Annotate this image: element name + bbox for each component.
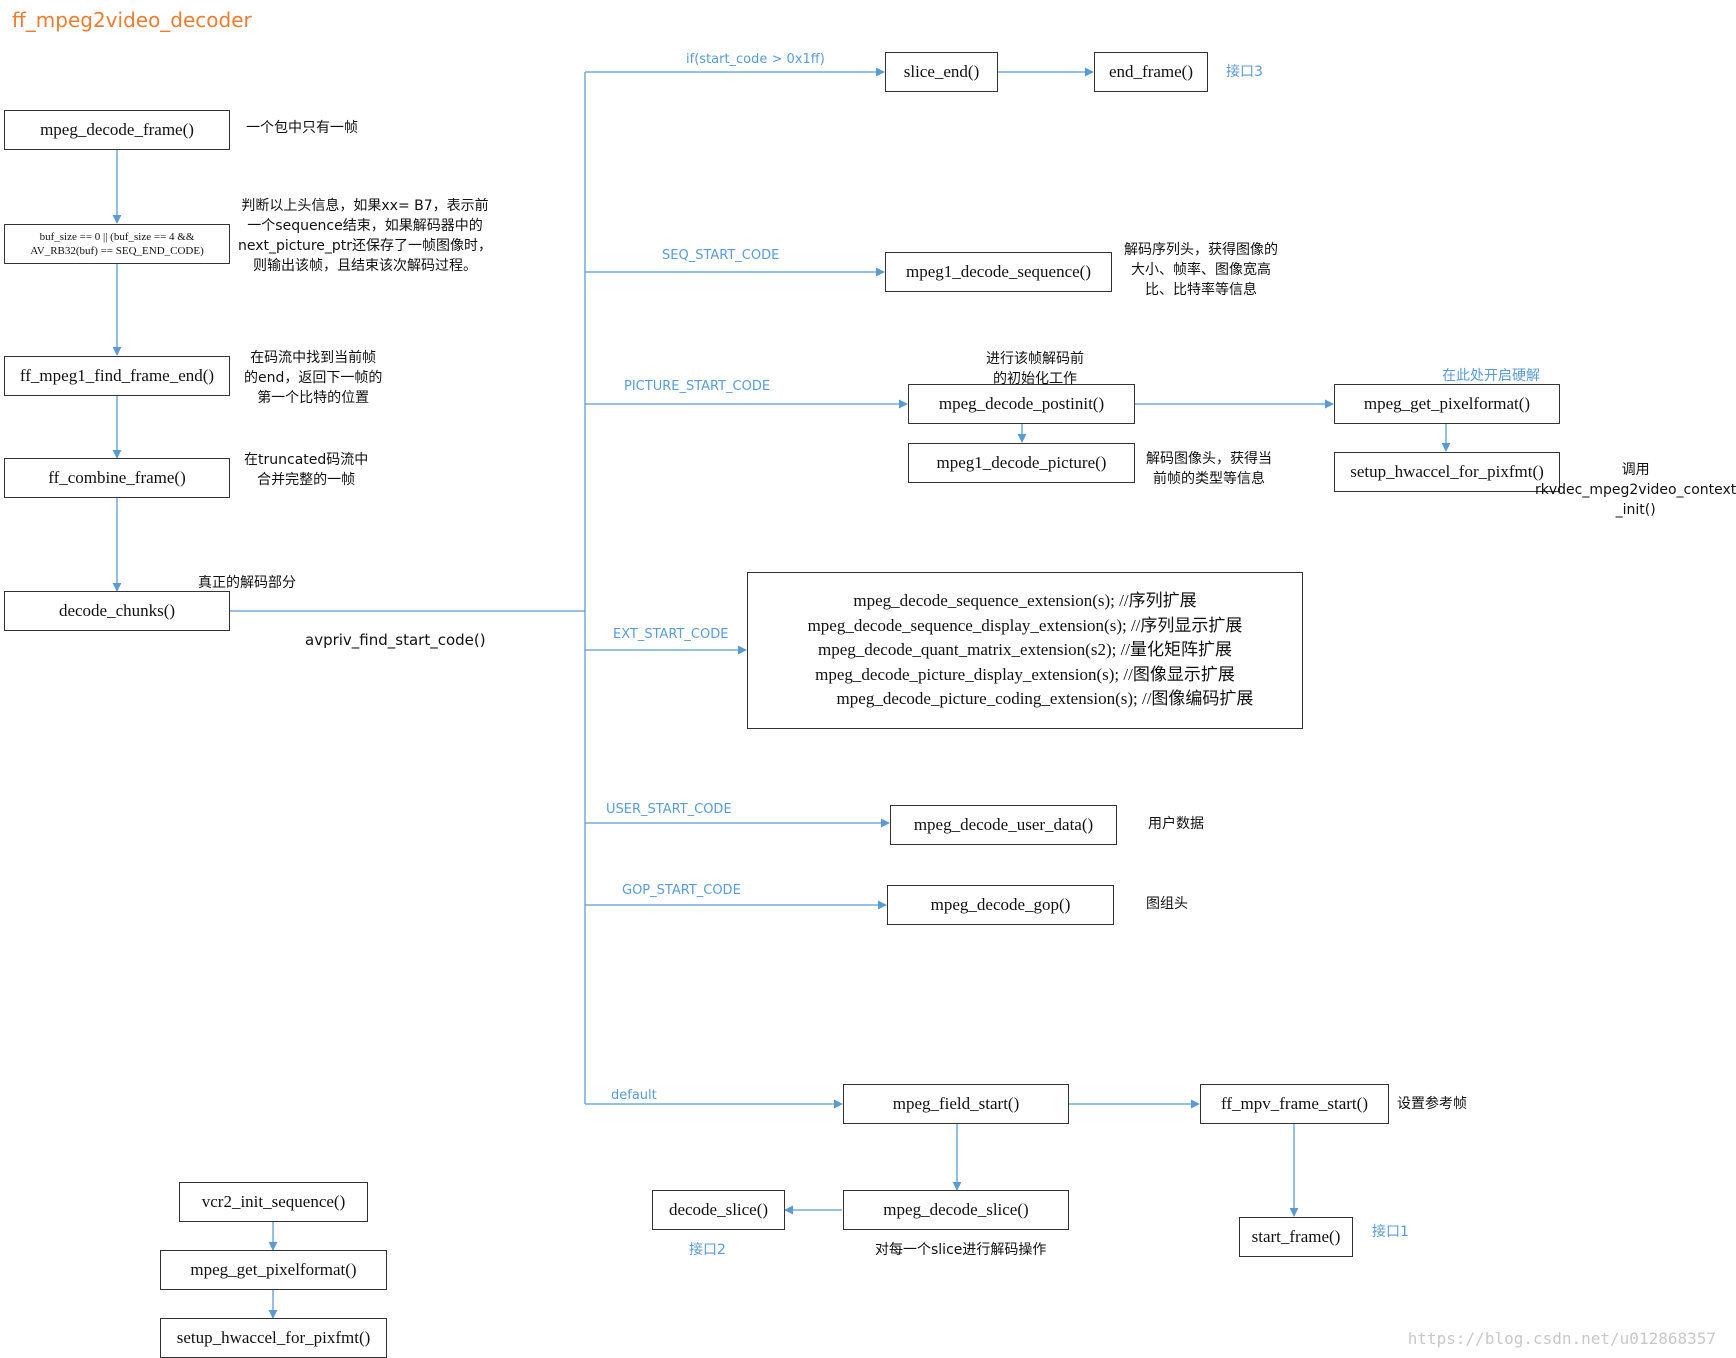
note-gop: 图组头 (1146, 896, 1188, 912)
mpv-frame-start-box: ff_mpv_frame_start() (1200, 1084, 1389, 1124)
note-postinit-2: 的初始化工作 (993, 371, 1077, 387)
slice-end-box: slice_end() (885, 52, 998, 92)
note-combine: 在truncated码流中 合并完整的一帧 (244, 450, 368, 490)
note-user-data: 用户数据 (1148, 816, 1204, 832)
diagram-title: ff_mpeg2video_decoder (12, 8, 252, 32)
note-picture-header-2: 前帧的类型等信息 (1153, 471, 1265, 487)
buf-check-line-2: AV_RB32(buf) == SEQ_END_CODE) (30, 245, 204, 257)
note-seq-end-4: 则输出该帧，且结束该次解码过程。 (253, 258, 478, 274)
label-picture-start: PICTURE_START_CODE (624, 379, 771, 394)
vcr2-setup-hwaccel-box: setup_hwaccel_for_pixfmt() (160, 1318, 387, 1358)
decode-sequence-box: mpeg1_decode_sequence() (885, 252, 1112, 292)
note-find-end-1: 在码流中找到当前帧 (250, 350, 377, 366)
get-pixelformat-box: mpeg_get_pixelformat() (1334, 384, 1560, 424)
ext-line-2: mpeg_decode_sequence_display_extension(s… (807, 615, 1243, 635)
note-find-end: 在码流中找到当前帧 的end，返回下一帧的 第一个比特的位置 (244, 348, 382, 408)
buf-check-line-1: buf_size == 0 || (buf_size == 4 && (39, 231, 195, 243)
label-ext-start: EXT_START_CODE (613, 627, 729, 642)
extension-box: mpeg_decode_sequence_extension(s); //序列扩… (747, 572, 1303, 729)
note-find-end-3: 第一个比特的位置 (257, 390, 370, 406)
note-seq-info-1: 解码序列头，获得图像的 (1124, 242, 1278, 258)
note-call-2: rkvdec_mpeg2video_context (1535, 482, 1736, 498)
ext-line-3: mpeg_decode_quant_matrix_extension(s2); … (817, 640, 1233, 660)
note-picture-header: 解码图像头，获得当 前帧的类型等信息 (1146, 449, 1272, 489)
note-real-decode: 真正的解码部分 (198, 575, 296, 591)
field-start-box: mpeg_field_start() (843, 1084, 1069, 1124)
setup-hwaccel-box: setup_hwaccel_for_pixfmt() (1334, 452, 1560, 492)
note-call-3: _init() (1615, 502, 1656, 518)
note-postinit: 进行该帧解码前 的初始化工作 (986, 349, 1084, 389)
note-seq-end-2: 一个sequence结束，如果解码器中的 (247, 218, 483, 234)
buf-size-check-box: buf_size == 0 || (buf_size == 4 && AV_RB… (4, 224, 230, 264)
label-user-start: USER_START_CODE (606, 802, 732, 817)
watermark: https://blog.csdn.net/u012868357 (1407, 1329, 1716, 1348)
find-frame-end-box: ff_mpeg1_find_frame_end() (4, 356, 230, 396)
vcr2-get-pixelformat-box: mpeg_get_pixelformat() (160, 1250, 387, 1290)
label-slice-end-cond: if(start_code > 0x1ff) (686, 52, 825, 67)
ext-line-1: mpeg_decode_sequence_extension(s); //序列扩… (853, 591, 1197, 611)
note-seq-end-1: 判断以上头信息，如果xx= B7，表示前 (241, 198, 489, 214)
decode-slice-inner-box: decode_slice() (652, 1190, 785, 1230)
note-find-end-2: 的end，返回下一帧的 (244, 370, 383, 386)
decode-slice-outer-box: mpeg_decode_slice() (843, 1190, 1069, 1230)
label-default: default (611, 1088, 657, 1103)
note-combine-1: 在truncated码流中 (244, 452, 369, 468)
gop-box: mpeg_decode_gop() (887, 885, 1114, 925)
postinit-box: mpeg_decode_postinit() (908, 384, 1135, 424)
note-one-frame: 一个包中只有一帧 (246, 120, 358, 136)
note-ref-frame: 设置参考帧 (1397, 1096, 1467, 1112)
note-find-start-code: avpriv_find_start_code() (305, 631, 486, 649)
combine-frame-box: ff_combine_frame() (4, 458, 230, 498)
label-interface-3: 接口3 (1226, 64, 1263, 80)
label-seq-start: SEQ_START_CODE (662, 248, 780, 263)
start-frame-box: start_frame() (1239, 1217, 1353, 1257)
note-postinit-1: 进行该帧解码前 (986, 351, 1084, 367)
ext-line-4: mpeg_decode_picture_display_extension(s)… (815, 664, 1235, 684)
label-interface-2: 接口2 (689, 1242, 726, 1258)
vcr2-init-box: vcr2_init_sequence() (179, 1182, 368, 1222)
note-seq-info-2: 大小、帧率、图像宽高 (1131, 262, 1271, 278)
decode-chunks-box: decode_chunks() (4, 591, 230, 631)
ext-line-5: mpeg_decode_picture_coding_extension(s);… (836, 689, 1254, 709)
end-frame-box: end_frame() (1094, 52, 1208, 92)
note-seq-end: 判断以上头信息，如果xx= B7，表示前 一个sequence结束，如果解码器中… (238, 196, 492, 276)
label-gop-start: GOP_START_CODE (622, 883, 741, 898)
note-per-slice: 对每一个slice进行解码操作 (875, 1242, 1047, 1258)
decode-picture-box: mpeg1_decode_picture() (908, 443, 1135, 483)
label-interface-1: 接口1 (1372, 1224, 1409, 1240)
note-seq-info-3: 比、比特率等信息 (1145, 282, 1257, 298)
note-picture-header-1: 解码图像头，获得当 (1146, 451, 1272, 467)
note-call-rkvdec: 调用 rkvdec_mpeg2video_context _init() (1535, 460, 1736, 520)
user-data-box: mpeg_decode_user_data() (890, 805, 1117, 845)
note-combine-2: 合并完整的一帧 (257, 472, 356, 488)
note-call-1: 调用 (1621, 462, 1650, 478)
note-seq-info: 解码序列头，获得图像的 大小、帧率、图像宽高 比、比特率等信息 (1124, 240, 1278, 300)
note-hw-decode-here: 在此处开启硬解 (1442, 368, 1540, 384)
mpeg-decode-frame-box: mpeg_decode_frame() (4, 110, 230, 150)
note-seq-end-3: next_picture_ptr还保存了一帧图像时， (238, 238, 493, 254)
